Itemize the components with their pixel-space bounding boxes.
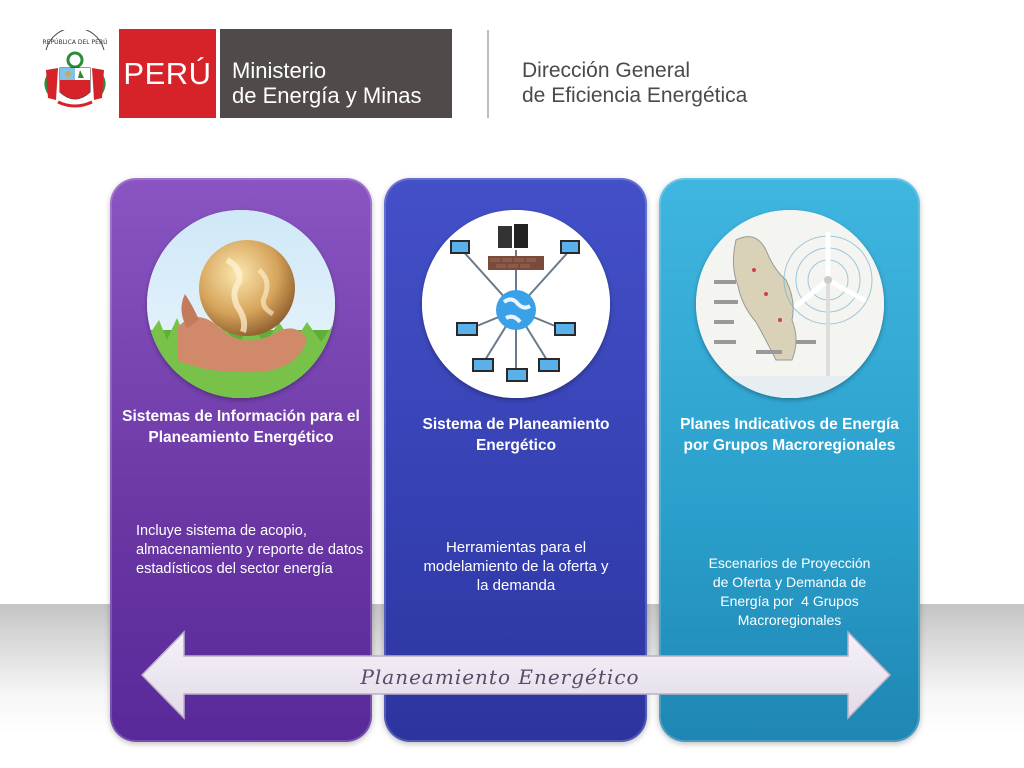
description-line: de Oferta y Demanda de <box>712 574 867 590</box>
double-arrow <box>140 630 892 720</box>
card-title: Planes Indicativos de Energía por Grupos… <box>680 416 899 454</box>
computer-network-icon <box>422 210 610 398</box>
description-line: Escenarios de Proyección <box>708 555 871 571</box>
directorate-line-2: de Eficiencia Energética <box>522 84 748 107</box>
svg-text:REPÚBLICA DEL PERÚ: REPÚBLICA DEL PERÚ <box>42 39 107 46</box>
map-wind-turbine-icon <box>696 210 884 398</box>
description-line: la demanda <box>476 577 556 594</box>
peru-brand-box: PERÚ <box>119 29 216 118</box>
card-title: Sistemas de Información para el Planeami… <box>122 408 360 446</box>
description-line: almacenamiento y reporte de datos <box>136 542 364 558</box>
directorate-title: Dirección General de Eficiencia Energéti… <box>522 58 747 108</box>
country-name: PERÚ <box>123 55 212 91</box>
ministry-line-2: de Energía y Minas <box>232 83 422 108</box>
coat-of-arms-icon: REPÚBLICA DEL PERÚ <box>42 30 108 108</box>
card-description: Herramientas para el modelamiento de la … <box>392 538 640 595</box>
description-line: Macroregionales <box>737 612 842 628</box>
description-line: modelamiento de la oferta y <box>423 558 609 575</box>
description-line: Incluye sistema de acopio, <box>136 523 307 539</box>
computer-network-image <box>422 210 610 398</box>
map-wind-turbine-image <box>696 210 884 398</box>
card-indicative-plans: Planes Indicativos de Energía por Grupos… <box>659 178 920 742</box>
description-line: Energía por 4 Grupos <box>720 593 859 609</box>
arrow-label: Planeamiento Energético <box>360 665 640 689</box>
ministry-brand-box: Ministerio de Energía y Minas <box>220 29 452 118</box>
coat-of-arms-logo: REPÚBLICA DEL PERÚ <box>38 30 112 114</box>
ministry-line-1: Ministerio <box>232 58 327 83</box>
card-description: Escenarios de Proyección de Oferta y Dem… <box>667 554 912 630</box>
double-arrow-icon <box>140 630 892 720</box>
card-planning-system: Sistema de Planeamiento Energético Herra… <box>384 178 647 742</box>
globe-in-hand-icon <box>147 210 335 398</box>
card-title: Sistema de Planeamiento Energético <box>422 416 610 454</box>
description-line: Herramientas para el <box>445 539 587 556</box>
description-line: estadísticos del sector energía <box>136 561 333 577</box>
header-divider <box>487 30 489 118</box>
card-description: Incluye sistema de acopio, almacenamient… <box>136 522 372 579</box>
card-information-systems: Sistemas de Información para el Planeami… <box>110 178 372 742</box>
directorate-line-1: Dirección General <box>522 59 691 82</box>
globe-in-hand-image <box>147 210 335 398</box>
